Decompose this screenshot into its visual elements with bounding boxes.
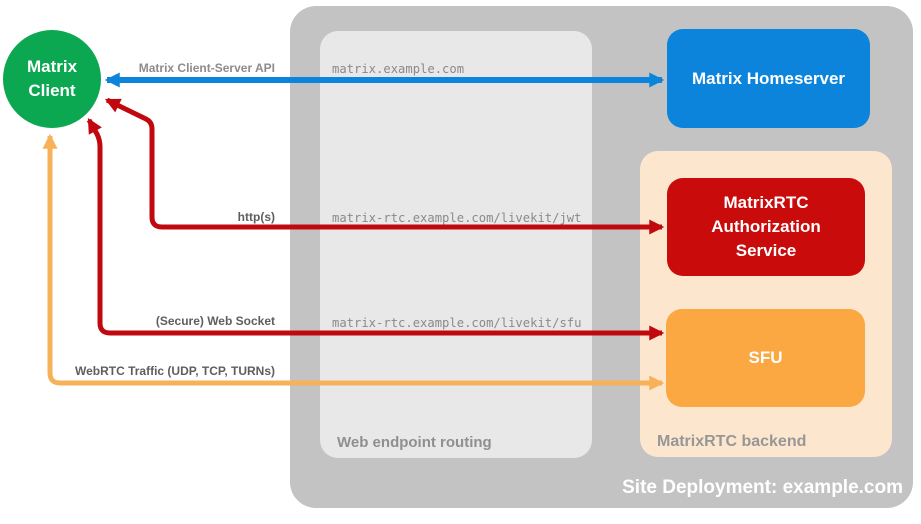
auth-service-node: MatrixRTC Authorization Service — [667, 178, 865, 276]
endpoint-livekit-jwt: matrix-rtc.example.com/livekit/jwt — [332, 211, 582, 225]
auth-service-label: MatrixRTC Authorization Service — [711, 193, 821, 260]
matrixrtc-backend-label: MatrixRTC backend — [657, 433, 807, 450]
web-endpoint-routing-panel — [320, 31, 592, 458]
matrix-client-label: Matrix Client — [26, 57, 78, 100]
matrix-homeserver-label: Matrix Homeserver — [691, 68, 846, 88]
route-label-https: http(s) — [237, 210, 275, 224]
route-label-client-server-api: Matrix Client-Server API — [138, 61, 275, 75]
matrix-homeserver-node: Matrix Homeserver — [667, 29, 870, 128]
endpoint-livekit-sfu: matrix-rtc.example.com/livekit/sfu — [332, 316, 582, 330]
matrix-client-node: Matrix Client — [3, 30, 101, 128]
web-endpoint-routing-label: Web endpoint routing — [337, 434, 492, 451]
endpoint-matrix-domain: matrix.example.com — [332, 62, 465, 76]
sfu-label: SFU — [748, 348, 783, 367]
route-label-webrtc: WebRTC Traffic (UDP, TCP, TURNs) — [74, 364, 275, 378]
site-deployment-label: Site Deployment: example.com — [622, 477, 903, 498]
route-label-websocket: (Secure) Web Socket — [155, 314, 275, 328]
sfu-node: SFU — [666, 309, 865, 407]
